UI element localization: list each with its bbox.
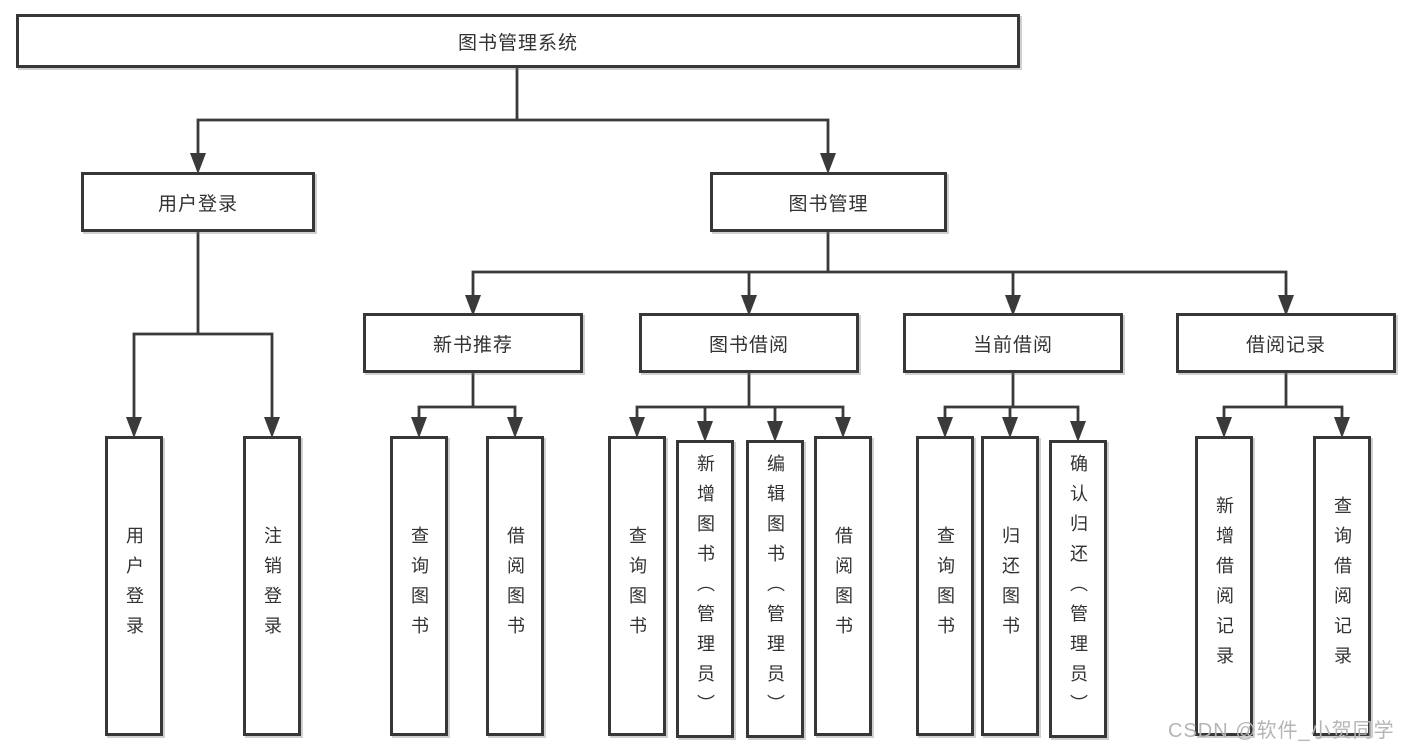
arrowhead-icon — [126, 417, 142, 438]
arrowhead-icon — [767, 421, 783, 442]
leaf-add-book-admin: 新增图书（管理员） — [676, 440, 734, 738]
arrowhead-icon — [697, 421, 713, 442]
arrowhead-icon — [1070, 421, 1086, 442]
node-new-book-recommendation: 新书推荐 — [363, 313, 583, 373]
arrowhead-icon — [820, 153, 836, 174]
leaf-borrow-books: 借阅图书 — [814, 436, 872, 736]
arrowhead-icon — [264, 417, 280, 438]
node-borrowing-records: 借阅记录 — [1176, 313, 1396, 373]
csdn-watermark: CSDN @软件_小贺同学 — [1168, 720, 1395, 742]
leaf-logout: 注销登录 — [243, 436, 301, 736]
leaf-query-books-current: 查询图书 — [916, 436, 974, 736]
arrowhead-icon — [1334, 417, 1350, 438]
leaf-return-books: 归还图书 — [981, 436, 1039, 736]
leaf-query-books-borrow: 查询图书 — [608, 436, 666, 736]
leaf-add-borrow-record: 新增借阅记录 — [1195, 436, 1253, 736]
node-user-login: 用户登录 — [81, 172, 315, 232]
arrowhead-icon — [1216, 417, 1232, 438]
root-node-library-system: 图书管理系统 — [16, 14, 1020, 68]
leaf-user-login: 用户登录 — [105, 436, 163, 736]
leaf-borrow-books-recommend: 借阅图书 — [486, 436, 544, 736]
arrowhead-icon — [190, 153, 206, 174]
node-book-borrowing: 图书借阅 — [639, 313, 859, 373]
arrowhead-icon — [1002, 417, 1018, 438]
leaf-confirm-return-admin: 确认归还（管理员） — [1049, 440, 1107, 738]
arrowhead-icon — [835, 417, 851, 438]
arrowhead-icon — [507, 417, 523, 438]
leaf-query-borrow-record: 查询借阅记录 — [1313, 436, 1371, 736]
leaf-edit-book-admin: 编辑图书（管理员） — [746, 440, 804, 738]
leaf-query-books-recommend: 查询图书 — [390, 436, 448, 736]
node-current-borrowing: 当前借阅 — [903, 313, 1123, 373]
arrowhead-icon — [937, 417, 953, 438]
node-book-management: 图书管理 — [710, 172, 947, 232]
arrowhead-icon — [411, 417, 427, 438]
arrowhead-icon — [629, 417, 645, 438]
